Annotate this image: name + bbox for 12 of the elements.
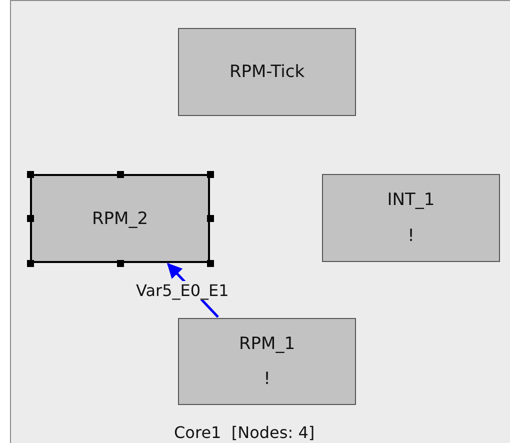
process-box [30, 174, 210, 263]
node-title: INT_1 [387, 190, 435, 210]
process-box [178, 28, 356, 116]
caption: Core1 [Nodes: 4] [174, 423, 315, 442]
node-marker: ! [408, 226, 414, 246]
node-title: RPM_1 [238, 334, 296, 354]
node-title: RPM-Tick [229, 62, 305, 82]
process-box [178, 318, 356, 405]
process-box [322, 174, 500, 262]
node-marker: ! [264, 369, 270, 389]
node-title: RPM_2 [92, 208, 148, 228]
edge-label: Var5_E0_E1 [135, 281, 230, 300]
